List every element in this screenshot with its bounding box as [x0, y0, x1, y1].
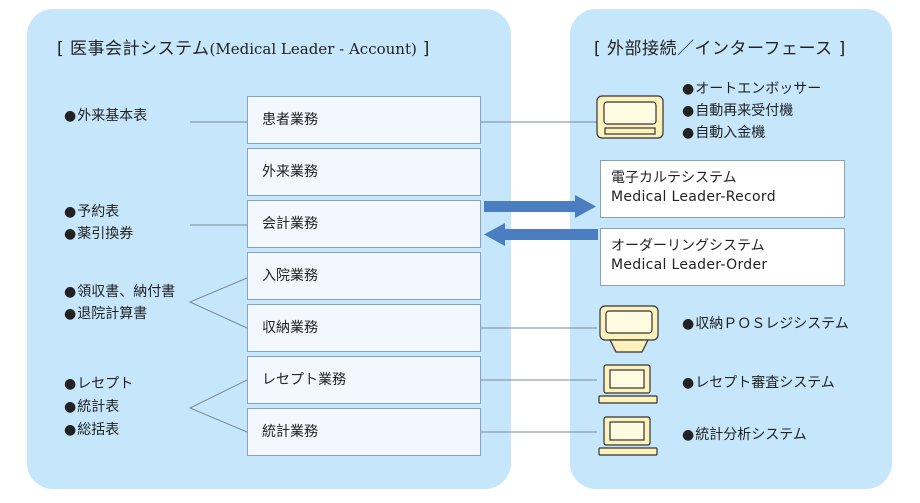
- device-label-pos: 収納ＰＯＳレジシステム: [682, 314, 849, 335]
- connector-line: [188, 277, 248, 329]
- system-name-en: Medical Leader-Order: [611, 257, 768, 273]
- bullet-item: レセプト: [64, 373, 133, 395]
- system-box-record: 電子カルテシステム Medical Leader-Record: [600, 160, 845, 218]
- bullet-item: 外来基本表: [64, 105, 147, 127]
- bullet-item: 予約表: [64, 201, 119, 223]
- computer-icon: [598, 416, 658, 456]
- system-name-ja: 電子カルテシステム: [611, 170, 737, 186]
- account-system-title: [ 医事会計システム(Medical Leader - Account) ]: [57, 34, 430, 59]
- pos-register-icon: [599, 305, 659, 353]
- module-patient: 患者業務: [247, 96, 481, 144]
- external-connection-title: [ 外部接続／インターフェース ]: [594, 39, 846, 59]
- module-accounting: 会計業務: [247, 200, 481, 248]
- terminal-icon: [596, 95, 664, 139]
- bullet-item: 薬引換券: [64, 223, 133, 245]
- title-sub: (Medical Leader - Account): [209, 40, 417, 58]
- system-name-en: Medical Leader-Record: [611, 189, 776, 205]
- title-end: ]: [422, 39, 430, 59]
- module-statistics: 統計業務: [247, 408, 481, 456]
- module-collection: 収納業務: [247, 304, 481, 352]
- terminal-item-payment: 自動入金機: [682, 123, 765, 144]
- connector-line: [188, 379, 248, 433]
- bullet-item: 統計表: [64, 396, 119, 418]
- computer-icon: [598, 364, 658, 404]
- arrow-to-record: [484, 195, 596, 218]
- title-main: [ 医事会計システム: [57, 39, 210, 59]
- terminal-item-reception: 自動再来受付機: [682, 101, 793, 122]
- system-box-order: オーダーリングシステム Medical Leader-Order: [600, 228, 845, 286]
- device-label-receipt-review: レセプト審査システム: [682, 373, 835, 394]
- arrow-from-order: [484, 223, 598, 246]
- module-inpatient: 入院業務: [247, 252, 481, 300]
- system-name-ja: オーダーリングシステム: [611, 238, 765, 254]
- module-receipt: レセプト業務: [247, 356, 481, 404]
- device-label-stat-analysis: 統計分析システム: [682, 425, 807, 446]
- module-outpatient: 外来業務: [247, 148, 481, 196]
- bullet-item: 領収書、納付書: [64, 281, 175, 303]
- terminal-item-embosser: オートエンボッサー: [682, 79, 821, 100]
- bullet-item: 退院計算書: [64, 303, 147, 325]
- bullet-item: 総括表: [64, 419, 119, 441]
